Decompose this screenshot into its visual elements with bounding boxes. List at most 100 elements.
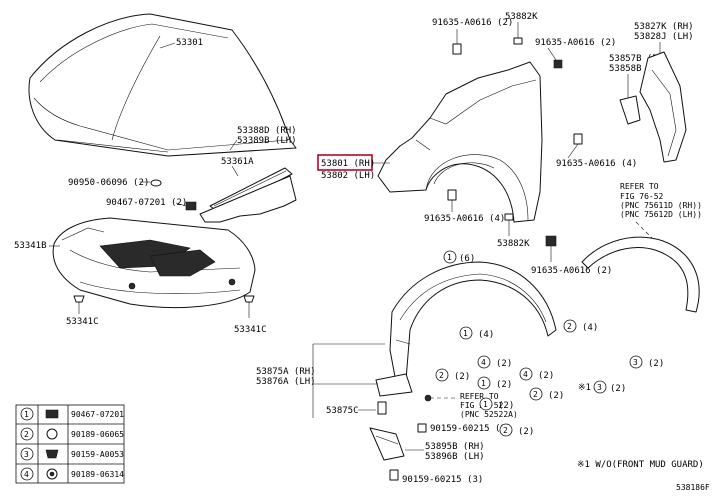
flare-ref-line1: REFER TO xyxy=(620,182,659,191)
clip-7201-label: 90467-07201 (2) xyxy=(106,198,187,208)
callout-2-2c: 2 (2) xyxy=(499,423,534,437)
guard-lh-label: 53896B (LH) xyxy=(425,452,485,462)
legend-part-2: 90189-06065 xyxy=(71,430,124,439)
wheel-flare[interactable] xyxy=(581,236,700,313)
liner-ref1: REFER TO xyxy=(460,392,499,401)
svg-text:3: 3 xyxy=(597,383,602,392)
fender-bolt-top-label: 91635-A0616 (2) xyxy=(432,18,513,28)
engine-under-cover[interactable] xyxy=(52,217,256,309)
front-fender[interactable] xyxy=(377,61,543,223)
callout-2-2b: 2 (2) xyxy=(529,387,564,401)
engine-cover-clip-left[interactable] xyxy=(73,295,85,314)
fender-clip-top-label: 53882K xyxy=(505,12,538,22)
svg-text:(2): (2) xyxy=(496,380,512,390)
svg-text:(2): (2) xyxy=(548,391,564,401)
svg-text:(2): (2) xyxy=(454,372,470,382)
svg-text:1: 1 xyxy=(483,400,488,409)
svg-text:4: 4 xyxy=(523,370,528,379)
clip-icon xyxy=(45,409,59,419)
nut-icon xyxy=(46,428,58,440)
hood-seal-rh-label: 53388D (RH) xyxy=(237,126,297,136)
liner-rh-label: 53875A (RH) xyxy=(256,367,316,377)
svg-text:1: 1 xyxy=(447,253,452,262)
liner-ref3: (PNC 52522A) xyxy=(460,410,518,419)
guard-rh-label: 53895B (RH) xyxy=(425,442,485,452)
liner-clip[interactable] xyxy=(377,401,387,415)
clip-7201[interactable] xyxy=(185,201,197,211)
fastener-legend: 1 90467-07201 2 90189-06065 3 90159-A005… xyxy=(15,404,125,484)
fender-highlight xyxy=(317,154,373,171)
callout-2-2a: 2 (2) xyxy=(435,368,470,382)
fender-clip-bottom[interactable] xyxy=(504,213,514,221)
fender-liner[interactable] xyxy=(375,261,557,397)
svg-text:(2): (2) xyxy=(496,359,512,369)
svg-text:1: 1 xyxy=(481,379,486,388)
footnote: ※1 W/O(FRONT MUD GUARD) xyxy=(577,460,704,470)
callout-1-4: 1 (4) xyxy=(459,326,494,340)
hood-seal-lh-label: 53389B (LH) xyxy=(237,136,297,146)
fender-bolt-bottom-label: 91635-A0616 (4) xyxy=(424,214,505,224)
bracket-label-d: 53858B (LH) xyxy=(609,64,669,74)
engine-cover-clip-right-label: 53341C xyxy=(234,325,267,335)
svg-text:4: 4 xyxy=(481,358,486,367)
fender-bolt-top2[interactable] xyxy=(553,59,563,69)
legend-part-4: 90189-06314 xyxy=(71,470,124,479)
hood-drawing[interactable] xyxy=(28,13,297,157)
engine-cover-label: 53341B xyxy=(14,241,47,251)
fender-bracket[interactable] xyxy=(619,51,687,163)
hood-clip[interactable] xyxy=(150,179,162,187)
svg-text:※1: ※1 xyxy=(578,383,591,393)
legend-num-1: 1 xyxy=(24,410,29,419)
bracket-label-b: 53828J (LH) xyxy=(634,32,694,42)
svg-text:(2): (2) xyxy=(518,427,534,437)
legend-part-3: 90159-A0053 xyxy=(71,450,124,459)
mud-guard[interactable] xyxy=(369,427,405,461)
svg-text:2: 2 xyxy=(439,371,444,380)
callout-4-2: 4 (2) xyxy=(477,355,512,369)
screw-icon xyxy=(45,449,59,459)
fender-bolt-side-label: 91635-A0616 (4) xyxy=(556,159,637,169)
svg-text:1: 1 xyxy=(463,329,468,338)
svg-text:(4): (4) xyxy=(582,323,598,333)
fender-bolt-bottom2[interactable] xyxy=(545,235,557,247)
hood-seal-part-label: 53361A xyxy=(221,157,254,167)
legend-num-3: 3 xyxy=(24,450,29,459)
hood-seal-strip[interactable] xyxy=(199,167,297,223)
legend-num-2: 2 xyxy=(24,430,29,439)
callout-1-6: 1 (6) xyxy=(443,250,475,264)
bracket-label-c: 53857B (RH) xyxy=(609,54,669,64)
fender-bolt-top[interactable] xyxy=(452,43,462,55)
svg-text:(2): (2) xyxy=(648,359,664,369)
liner-screw-label: 90159-60215 (2) xyxy=(430,424,511,434)
diagram-code: 538186F xyxy=(676,483,710,492)
svg-text:2: 2 xyxy=(567,322,572,331)
hood-label: 53301 xyxy=(176,38,203,48)
liner-lh-label: 53876A (LH) xyxy=(256,377,316,387)
engine-cover-clip-left-label: 53341C xyxy=(66,317,99,327)
legend-num-4: 4 xyxy=(24,470,29,479)
flare-ref-line2: FIG 76-52 xyxy=(620,192,664,201)
liner-screw[interactable] xyxy=(417,423,427,433)
fender-bolt-bottom[interactable] xyxy=(447,189,457,201)
callout-4-2b: 4 (2) xyxy=(519,367,554,381)
svg-text:(4): (4) xyxy=(478,330,494,340)
fender-rh-label[interactable]: 53801 (RH) xyxy=(321,159,375,169)
hood-clip-label: 90950-06096 (2) xyxy=(68,178,149,188)
svg-text:(2): (2) xyxy=(498,401,514,411)
svg-text:(2): (2) xyxy=(610,384,626,394)
fender-bolt-side[interactable] xyxy=(573,133,583,145)
engine-cover-clip-right[interactable] xyxy=(243,295,255,318)
svg-text:(6): (6) xyxy=(459,254,475,264)
callout-2-4: 2 (4) xyxy=(563,319,598,333)
guard-screw[interactable] xyxy=(389,469,399,481)
callout-1-2b: 1 (2) xyxy=(479,397,514,411)
svg-text:2: 2 xyxy=(533,390,538,399)
callout-1-2: 1 (2) xyxy=(477,376,512,390)
legend-part-1: 90467-07201 xyxy=(71,410,124,419)
svg-text:(2): (2) xyxy=(538,371,554,381)
callout-3-2: 3 (2) xyxy=(629,355,664,369)
liner-piece-label: 53875C xyxy=(326,406,359,416)
callout-star-3-2: ※1 3 (2) xyxy=(578,380,626,394)
fender-clip-top[interactable] xyxy=(513,37,523,45)
